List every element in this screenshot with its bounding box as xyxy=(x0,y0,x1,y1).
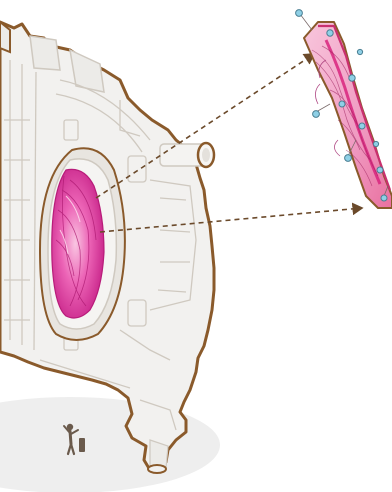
diagnostic-probe-icon xyxy=(359,123,365,129)
diagnostic-probe-icon xyxy=(327,30,333,36)
slice-core-band xyxy=(326,40,380,184)
diagnostic-probe-icon xyxy=(349,75,355,81)
plasma-cross-section xyxy=(52,169,104,318)
diagnostic-probe-icon xyxy=(377,167,383,173)
plasma-body xyxy=(52,169,104,318)
diagnostic-probe-icon xyxy=(357,49,362,54)
floor-shadow xyxy=(0,397,220,492)
top-port xyxy=(30,36,60,70)
side-port-pipe xyxy=(160,143,214,167)
diagnostic-probe-icon xyxy=(345,155,352,162)
diagnostic-probe-icon xyxy=(373,141,378,146)
lower-support-leg xyxy=(148,440,168,473)
diagnostic-probe-icon xyxy=(381,195,387,201)
diagnostic-probe-icon xyxy=(339,101,345,107)
diagnostic-probe-icon xyxy=(313,111,320,118)
diagnostic-probe-icon xyxy=(296,10,303,17)
plasma-slice-detail xyxy=(296,10,392,208)
